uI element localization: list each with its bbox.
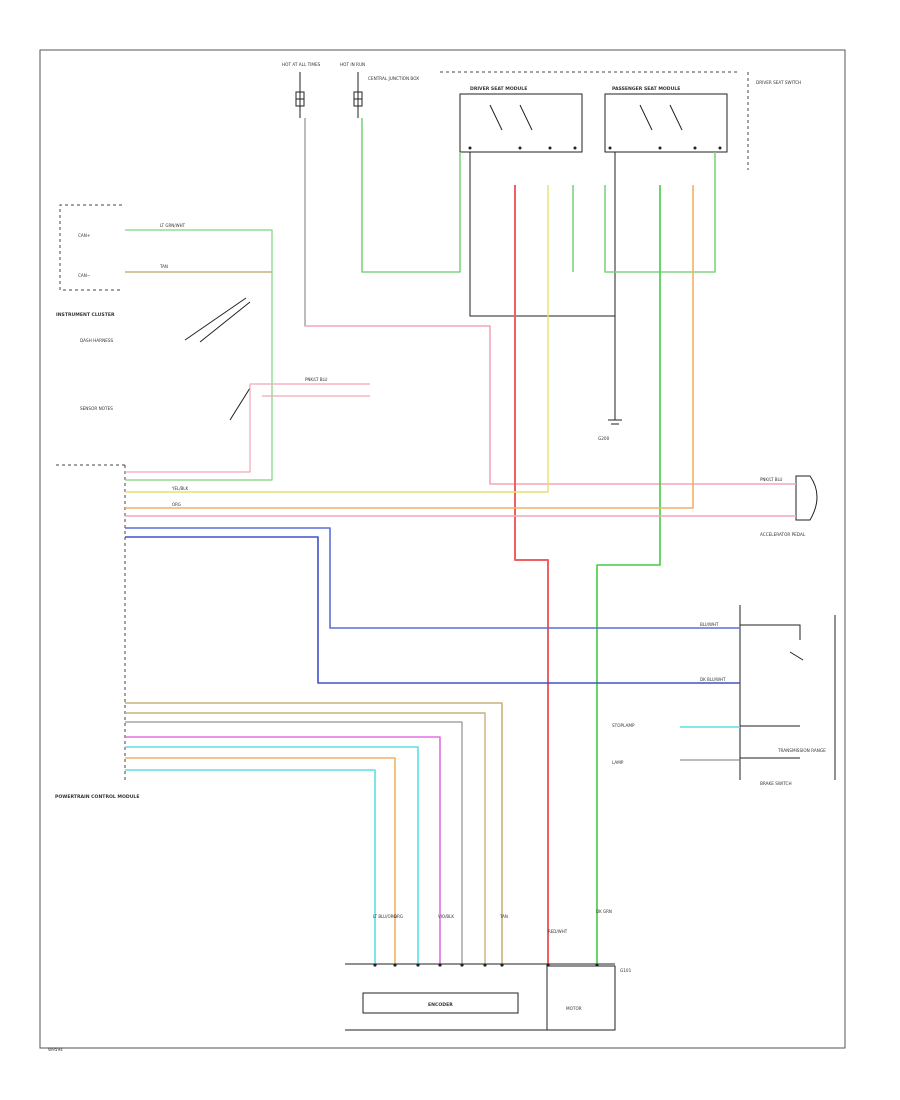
wire-dkblue	[125, 536, 740, 684]
brake-switch-label: BRAKE SWITCH	[760, 781, 792, 786]
wire-red-main	[514, 185, 549, 965]
wire-blue-label: BLU/WHT	[700, 622, 719, 627]
passenger-seat-module: PASSENGER SEAT MODULE	[604, 86, 728, 153]
wire-cyan-2	[125, 769, 376, 965]
wire-pink-main-label: PNK/LT BLU	[760, 477, 783, 482]
cluster-pin-b: CAN−	[78, 273, 91, 278]
transmission-range-label: TRANSMISSION RANGE	[777, 748, 826, 753]
driver-seat-module-label: DRIVER SEAT MODULE	[470, 86, 527, 92]
connector-pin-5	[460, 963, 464, 967]
encoder: ENCODER	[345, 963, 615, 1031]
wires	[125, 118, 796, 967]
powertrain-control-module: POWERTRAIN CONTROL MODULE	[55, 464, 140, 800]
wire-tan-2	[125, 712, 486, 965]
wire-tags: PNK/LT BLU RED/WHT YEL/BLK DK GRN ORG BLU/WHT…	[159, 223, 783, 934]
connector-pin-3	[416, 963, 420, 967]
wire-dkblue-label: DK BLU/WHT	[700, 677, 726, 682]
motor-label: MOTOR	[566, 1006, 582, 1011]
wire-tan-1	[125, 702, 503, 965]
wire-dkgreen-label: DK GRN	[596, 909, 612, 914]
powertrain-module-label: POWERTRAIN CONTROL MODULE	[55, 794, 140, 800]
sensor-notes: DASH HARNESS SENSOR NOTES	[80, 297, 251, 421]
wire-yellow	[125, 185, 549, 493]
driver-seat-switch-label: DRIVER SEAT SWITCH	[756, 80, 801, 85]
wire-orange-mod	[125, 185, 694, 509]
wire-cyan-1	[125, 746, 419, 965]
wire-cyan-2-label: LT BLU/ORG	[373, 914, 396, 919]
wire-red-main-label: RED/WHT	[548, 929, 568, 934]
connector-pin-6	[483, 963, 487, 967]
wire-tan-1-label: TAN	[499, 914, 508, 919]
ground-left-label: G101	[620, 968, 632, 973]
central-junction-box-label: CENTRAL JUNCTION BOX	[368, 76, 419, 81]
connector-pin-9	[595, 963, 599, 967]
connector-pin-8	[546, 963, 550, 967]
wire-cluster-green	[125, 229, 273, 481]
connector-pin-2	[393, 963, 397, 967]
wire-orange-2-label: ORG	[394, 914, 403, 919]
sensor-notes-label: SENSOR NOTES	[80, 406, 113, 411]
central-junction-box-note: CENTRAL JUNCTION BOX	[368, 71, 740, 81]
motor-block: MOTOR G101	[546, 965, 632, 1031]
ground-mid-label: G200	[598, 436, 610, 441]
wire-orange-mod-label: ORG	[172, 502, 181, 507]
illum-label-2: LAMP	[612, 760, 624, 765]
wire-orange-2	[125, 757, 396, 965]
connector-pin-7	[500, 963, 504, 967]
wire-green-fuse	[361, 118, 461, 273]
driver-seat-module: DRIVER SEAT MODULE	[459, 86, 583, 153]
cluster-pin-a: CAN+	[78, 233, 91, 238]
instrument-cluster-label: INSTRUMENT CLUSTER	[56, 312, 115, 318]
brake-switch: BRAKE SWITCH TRANSMISSION RANGE	[739, 605, 836, 786]
connector-pin-4	[438, 963, 442, 967]
accelerator-pedal: ACCELERATOR PEDAL	[760, 475, 818, 537]
wire-gray-3	[125, 721, 463, 965]
fuse-hot-in-run: HOT IN RUN	[340, 62, 365, 118]
instrument-cluster: INSTRUMENT CLUSTER CAN+ CAN−	[56, 204, 122, 318]
fuse-hot-at-all-times: HOT AT ALL TIMES	[282, 62, 321, 118]
wire-yellow-label: YEL/BLK	[171, 486, 189, 491]
wire-blue	[125, 527, 740, 629]
driver-seat-switch-note: DRIVER SEAT SWITCH	[747, 72, 801, 170]
connector-pin-1	[373, 963, 377, 967]
wire-cluster-pink-label: PNK/LT BLU	[305, 377, 328, 382]
accelerator-pedal-label: ACCELERATOR PEDAL	[760, 532, 806, 537]
wire-violet	[125, 736, 441, 965]
encoder-label: ENCODER	[428, 1002, 453, 1008]
figure-id: W9594	[48, 1047, 63, 1052]
ground-mid: G200	[598, 419, 622, 441]
fuse-hot-at-all-times-label: HOT AT ALL TIMES	[282, 62, 321, 67]
dash-harness-label: DASH HARNESS	[80, 338, 114, 343]
diagram-frame	[39, 49, 846, 1049]
wire-pink-main	[305, 325, 796, 485]
wire-cluster-green-label: LT GRN/WHT	[160, 223, 186, 228]
wire-violet-label: VIO/BLK	[438, 914, 454, 919]
illum-label-1: STOPLAMP	[612, 723, 635, 728]
passenger-seat-module-label: PASSENGER SEAT MODULE	[612, 86, 680, 92]
wire-dkgreen	[596, 185, 661, 965]
wire-cluster-pink	[125, 383, 370, 473]
wire-cluster-tan-label: TAN	[159, 264, 168, 269]
fuse-hot-in-run-label: HOT IN RUN	[340, 62, 365, 67]
